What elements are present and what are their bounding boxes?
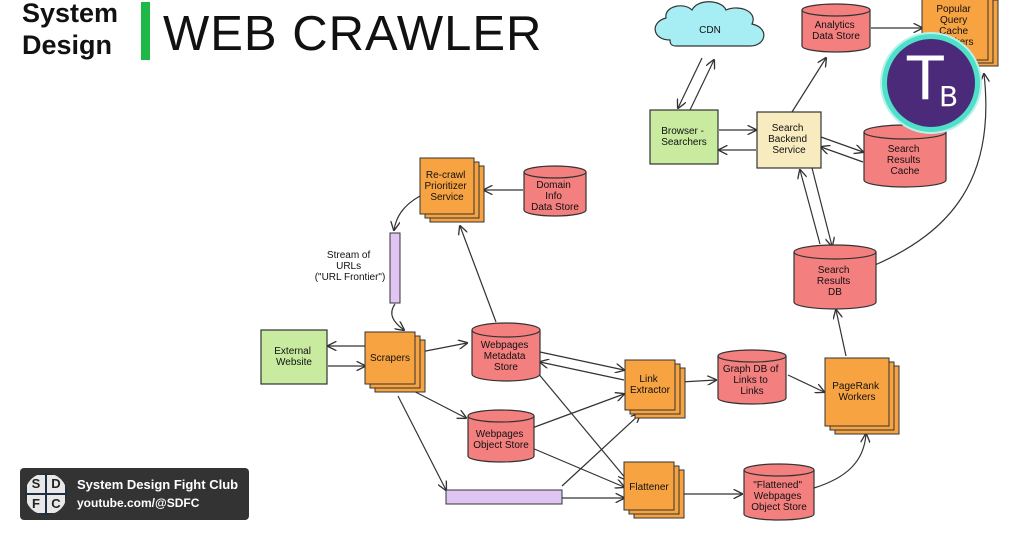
flattened-store-label: "Flattened" Webpages Object Store — [751, 480, 807, 513]
analytics-data-store-label: Analytics Data Store — [812, 20, 860, 42]
edge-browser-cdn — [689, 60, 714, 111]
edge-objectstore-flattener — [531, 447, 624, 487]
pagerank-workers: PageRank Workers — [824, 357, 900, 435]
recrawl-prioritizer-service: Re-crawl Prioritizer Service — [419, 157, 485, 223]
browser-searchers-label: Browser - Searchers — [661, 126, 707, 148]
edge-graphdb-pagerank — [787, 374, 824, 392]
edge-scrapers-queue — [397, 395, 446, 490]
edge-flattenedstore-pagerank — [813, 434, 866, 489]
pagerank-workers-label: PageRank Workers — [832, 381, 881, 403]
object-store-label: Webpages Object Store — [473, 429, 529, 451]
search-backend-label: Search Backend Service — [768, 123, 810, 156]
browser-searchers: Browser - Searchers — [649, 109, 719, 165]
page-title: WEB CRAWLER — [163, 7, 542, 61]
flattening-queue — [445, 489, 563, 505]
badge-letter-t: T — [907, 44, 944, 114]
webpages-object-store: Webpages Object Store — [467, 409, 535, 463]
external-website: External Website — [260, 329, 328, 385]
cdn-label: CDN — [699, 25, 721, 36]
domain-info-data-store: Domain Info Data Store — [523, 165, 587, 217]
url-frontier: Stream of URLs ("URL Frontier") — [315, 232, 401, 304]
edge-cdn-browser — [678, 57, 703, 108]
analytics-data-store: Analytics Data Store — [801, 3, 871, 53]
badge-letter-b: B — [939, 80, 959, 113]
channel-link[interactable]: youtube.com/@SDFC — [77, 496, 200, 510]
domain-info-label: Domain Info Data Store — [531, 180, 579, 213]
edges — [328, 28, 986, 498]
recrawl-prioritizer-label: Re-crawl Prioritizer Service — [424, 170, 469, 203]
edge-frontier-scrapers — [391, 303, 404, 330]
link-extractor-label: Link Extractor — [630, 374, 671, 396]
search-backend-service: Search Backend Service — [756, 111, 822, 169]
cdn-node: CDN — [654, 1, 765, 47]
edge-recrawl-frontier — [394, 195, 421, 230]
edge-backend-cache — [820, 136, 863, 152]
header-accent-bar — [141, 2, 150, 60]
flattener-label: Flattener — [629, 482, 669, 493]
edge-queue-linkextractor — [561, 414, 640, 487]
flattener: Flattener — [623, 461, 685, 519]
search-results-db-label: Search Results DB — [817, 265, 853, 298]
search-results-db: Search Results DB — [793, 244, 877, 310]
edge-linkextractor-metadata — [540, 362, 625, 381]
search-results-cache-label: Search Results Cache — [887, 144, 923, 177]
header: System Design WEB CRAWLER — [22, 0, 542, 61]
brand-line-1: System — [22, 0, 118, 28]
webpages-metadata-store: Webpages Metadata Store — [471, 322, 541, 382]
edge-objectstore-linkextractor — [531, 394, 624, 429]
logo-letter-f: F — [27, 495, 45, 513]
channel-title: System Design Fight Club — [77, 477, 239, 492]
edge-metadata-recrawl — [460, 226, 497, 323]
tb-badge-button[interactable]: T B — [882, 34, 980, 132]
metadata-store-label: Webpages Metadata Store — [481, 340, 531, 373]
edge-backend-analytics — [791, 58, 826, 113]
edge-pagerank-db — [836, 310, 847, 357]
edge-metadata-flattener — [536, 371, 627, 480]
brand-line-2: Design — [22, 30, 112, 60]
channel-banner[interactable]: S D F C System Design Fight Club youtube… — [20, 468, 249, 520]
link-extractor: Link Extractor — [624, 359, 686, 419]
edge-db-backend — [800, 170, 821, 245]
url-frontier-label: Stream of URLs ("URL Frontier") — [315, 250, 386, 283]
search-results-cache: Search Results Cache — [863, 124, 947, 188]
logo-letter-s: S — [27, 475, 45, 493]
flattened-webpages-store: "Flattened" Webpages Object Store — [743, 463, 815, 521]
edge-cache-backend — [821, 147, 864, 163]
graph-db-label: Graph DB of Links to Links — [723, 364, 781, 397]
graph-db: Graph DB of Links to Links — [717, 349, 787, 405]
scrapers-label: Scrapers — [370, 353, 410, 364]
edge-db-popular — [874, 74, 986, 266]
logo-letter-c: C — [47, 495, 65, 513]
external-website-label: External Website — [274, 346, 313, 368]
cdn-cloud-shape — [654, 1, 765, 47]
sdfc-logo-icon: S D F C — [25, 473, 67, 515]
scrapers: Scrapers — [364, 331, 426, 393]
edge-metadata-linkextractor — [539, 351, 624, 370]
edge-linkextractor-graphdb — [680, 380, 716, 382]
edge-backend-db — [811, 167, 832, 246]
logo-letter-d: D — [47, 475, 65, 493]
